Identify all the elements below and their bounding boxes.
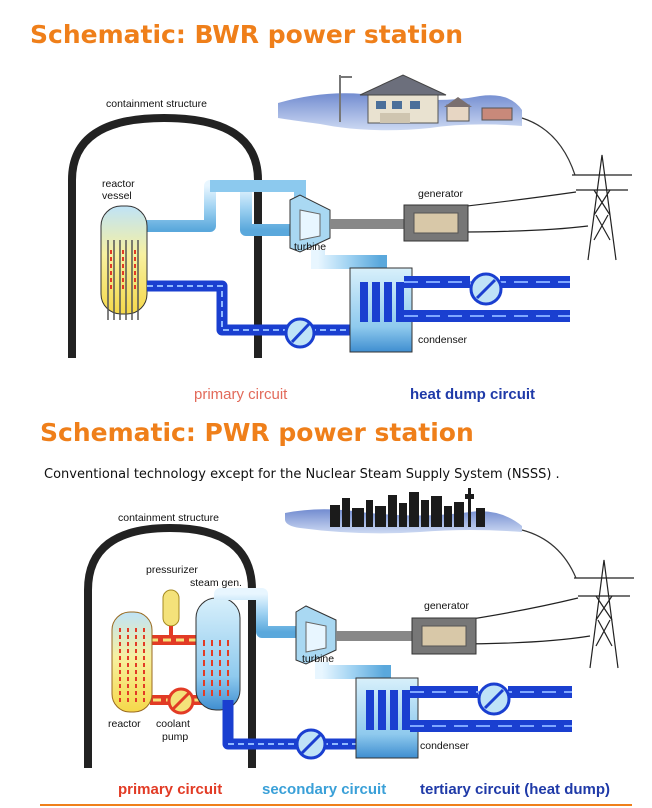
bwr-label-condenser: condenser bbox=[418, 334, 468, 346]
bwr-heatdump-pump-icon bbox=[469, 272, 503, 306]
pwr-diagram bbox=[84, 488, 634, 768]
bwr-containment bbox=[68, 113, 262, 358]
pwr-label-pressurizer: pressurizer bbox=[146, 564, 198, 576]
bwr-reactor-vessel bbox=[100, 205, 148, 320]
steam-generator-icon bbox=[195, 597, 241, 711]
bwr-label-containment: containment structure bbox=[106, 98, 207, 110]
pwr-secondary-steam-pipe bbox=[214, 588, 296, 638]
bwr-label-generator: generator bbox=[418, 188, 463, 200]
bwr-generator-icon bbox=[403, 204, 469, 242]
pwr-label-containment: containment structure bbox=[118, 512, 219, 524]
bwr-label-reactor: reactor bbox=[102, 178, 135, 190]
bwr-label-vessel: vessel bbox=[102, 190, 132, 202]
bwr-condenser bbox=[349, 267, 413, 353]
house-icon bbox=[339, 74, 513, 124]
pwr-label-generator: generator bbox=[424, 600, 469, 612]
pwr-label-reactor: reactor bbox=[108, 718, 141, 730]
pwr-generator-icon bbox=[411, 617, 477, 655]
bwr-legend-primary: primary circuit bbox=[194, 386, 288, 403]
pwr-tertiary-pump-icon bbox=[477, 682, 511, 716]
bwr-feedwater-pipe bbox=[147, 280, 366, 336]
pwr-title: Schematic: PWR power station bbox=[40, 418, 474, 447]
pwr-legend-tertiary: tertiary circuit (heat dump) bbox=[420, 781, 611, 798]
pwr-label-pump: pump bbox=[162, 731, 189, 743]
bwr-pylon-icon bbox=[449, 117, 632, 261]
pressurizer-icon bbox=[162, 589, 180, 642]
bwr-title: Schematic: BWR power station bbox=[30, 20, 464, 49]
pwr-condenser bbox=[355, 677, 419, 759]
bwr-diagram bbox=[68, 74, 632, 358]
bwr-legend-heat-dump: heat dump circuit bbox=[410, 386, 536, 403]
pwr-label-coolant: coolant bbox=[156, 718, 190, 730]
pwr-containment bbox=[84, 523, 256, 768]
pwr-legend-primary: primary circuit bbox=[118, 781, 223, 798]
pwr-turbine-icon bbox=[295, 605, 337, 665]
bwr-turbine-icon bbox=[289, 194, 331, 253]
pwr-feed-pump-icon bbox=[295, 728, 327, 760]
bwr-label-turbine: turbine bbox=[294, 241, 327, 253]
pwr-reactor-vessel bbox=[111, 611, 153, 713]
city-skyline-icon bbox=[285, 488, 522, 534]
pwr-label-steam-gen: steam gen. bbox=[190, 577, 242, 589]
bwr-steam-pipe bbox=[124, 180, 290, 236]
pwr-subtitle: Conventional technology except for the N… bbox=[44, 467, 560, 482]
pwr-label-condenser: condenser bbox=[420, 740, 470, 752]
coolant-pump-icon bbox=[167, 687, 195, 715]
pwr-legend-secondary: secondary circuit bbox=[262, 781, 387, 798]
pwr-pylon-icon bbox=[451, 529, 634, 669]
bwr-pump-icon bbox=[284, 317, 316, 349]
pwr-label-turbine: turbine bbox=[302, 653, 335, 665]
